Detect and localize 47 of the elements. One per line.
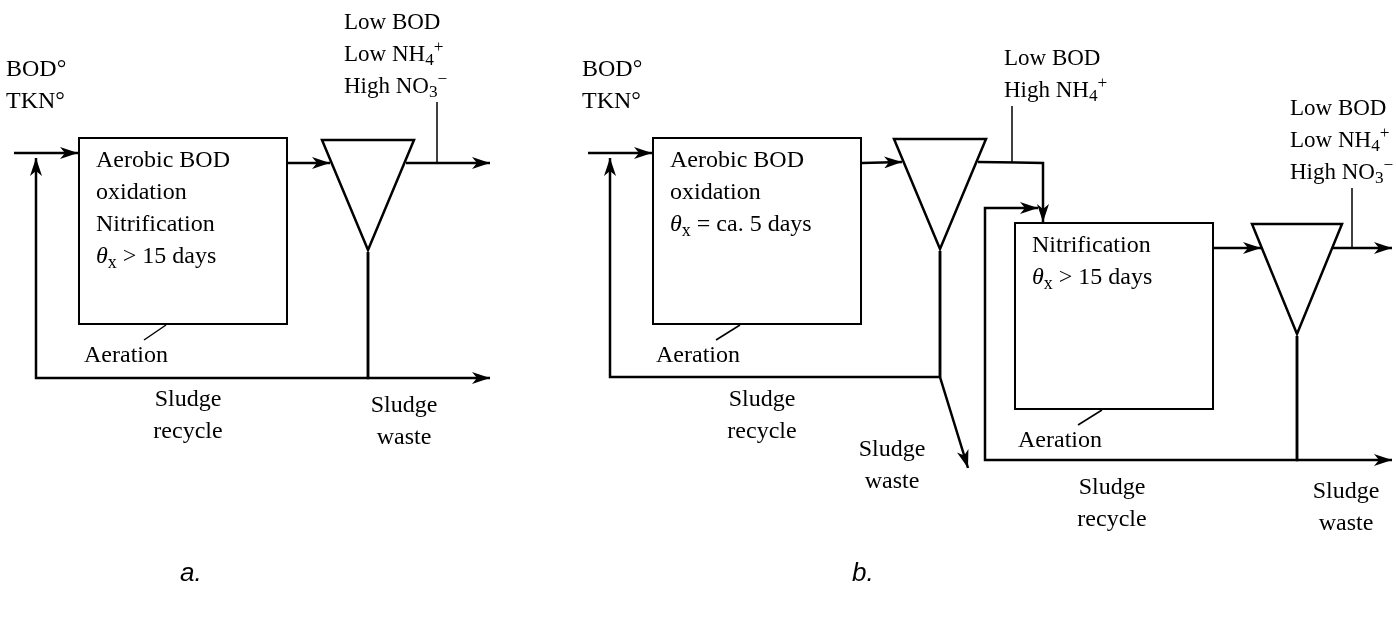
flow-arrow [14,147,78,159]
stream-label: Sludge recycle [726,384,798,445]
leader-line [715,324,741,341]
reactor-text: Nitrification [96,209,216,238]
leader-line [1351,187,1353,249]
leader-line [1011,105,1013,164]
stream-label: Sludge recycle [152,384,224,445]
flow-arrow [977,160,1049,222]
influent-label: TKN° [6,86,66,115]
reactor-text: Aerobic BOD oxidation [96,145,231,206]
flow-arrow [288,157,330,169]
flow-arrow [1333,242,1392,254]
leader-line [436,101,438,164]
reactor-text: θ$_{x}$ = ca. 5 days [670,209,813,239]
flow-arrow [861,156,903,169]
reactor-text: θ$_{x}$ > 15 days [96,241,218,271]
reactor-text: Nitrification [1032,230,1152,259]
flow-arrow [983,202,1299,462]
reactor-box [78,137,288,325]
water-quality-text: Low BOD [1290,94,1388,122]
reactor-box [1014,222,1214,410]
aeration-label: Aeration [656,338,740,370]
influent-label: BOD° [582,54,644,83]
flow-arrow [588,147,652,159]
aeration-label: Aeration [84,338,168,370]
aeration-label: Aeration [1018,423,1102,455]
flow-arrow [366,252,490,384]
flow-arrow [1214,242,1261,254]
panel-label: a. [180,556,203,588]
water-quality-text: Low BOD [344,8,442,36]
flow-arrow [1295,336,1392,466]
flow-arrow [604,158,942,379]
leader-line [1077,409,1103,426]
influent-label: TKN° [582,86,642,115]
panel-label: b. [852,556,875,588]
flow-arrow [30,158,370,380]
flow-arrow [938,251,970,469]
stream-label: Sludge waste [857,434,927,495]
stream-label: Sludge waste [369,390,439,451]
water-quality-text: Low BOD [1004,44,1102,72]
reactor-text: θ$_{x}$ > 15 days [1032,262,1154,292]
stream-label: Sludge waste [1311,476,1381,537]
leader-line [143,324,167,341]
reactor-box [652,137,862,325]
stream-label: Sludge recycle [1076,472,1148,533]
influent-label: BOD° [6,54,68,83]
flow-arrow [406,157,490,169]
